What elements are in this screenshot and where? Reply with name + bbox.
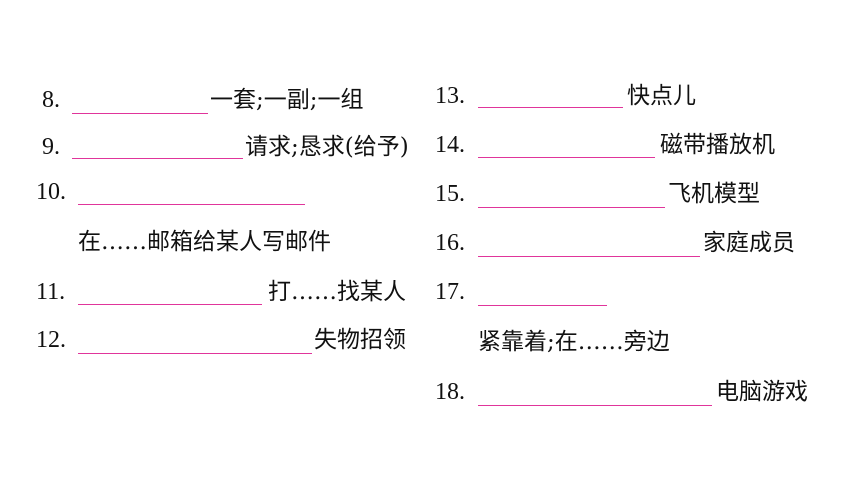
item-number: 11. — [36, 279, 66, 305]
answer-blank — [478, 305, 607, 306]
item-meaning: 电脑游戏 — [716, 379, 808, 405]
item-number: 10. — [36, 179, 66, 205]
item-number: 17. — [435, 279, 465, 305]
answer-blank — [72, 158, 243, 159]
item-number: 14. — [435, 132, 465, 158]
answer-blank — [478, 256, 700, 257]
answer-blank — [478, 405, 712, 406]
item-number: 15. — [435, 181, 465, 207]
answer-blank — [78, 353, 312, 354]
item-meaning: 磁带播放机 — [660, 132, 775, 158]
item-number: 13. — [435, 83, 465, 109]
item-meaning: 在……邮箱给某人写邮件 — [78, 229, 331, 255]
item-number: 9. — [42, 134, 60, 160]
answer-blank — [72, 113, 208, 114]
item-number: 18. — [435, 379, 465, 405]
answer-blank — [78, 204, 305, 205]
item-meaning: 快点儿 — [627, 83, 696, 109]
answer-blank — [78, 304, 262, 305]
item-meaning: 飞机模型 — [668, 181, 760, 207]
item-number: 8. — [42, 87, 60, 113]
item-meaning: 请求;恳求(给予) — [245, 134, 409, 160]
item-meaning: 打……找某人 — [268, 279, 406, 305]
item-number: 16. — [435, 230, 465, 256]
item-meaning: 紧靠着;在……旁边 — [478, 329, 670, 355]
item-meaning: 一套;一副;一组 — [210, 87, 364, 113]
item-number: 12. — [36, 327, 66, 353]
item-meaning: 家庭成员 — [703, 230, 795, 256]
answer-blank — [478, 207, 665, 208]
item-meaning: 失物招领 — [314, 327, 406, 353]
answer-blank — [478, 107, 623, 108]
answer-blank — [478, 157, 655, 158]
